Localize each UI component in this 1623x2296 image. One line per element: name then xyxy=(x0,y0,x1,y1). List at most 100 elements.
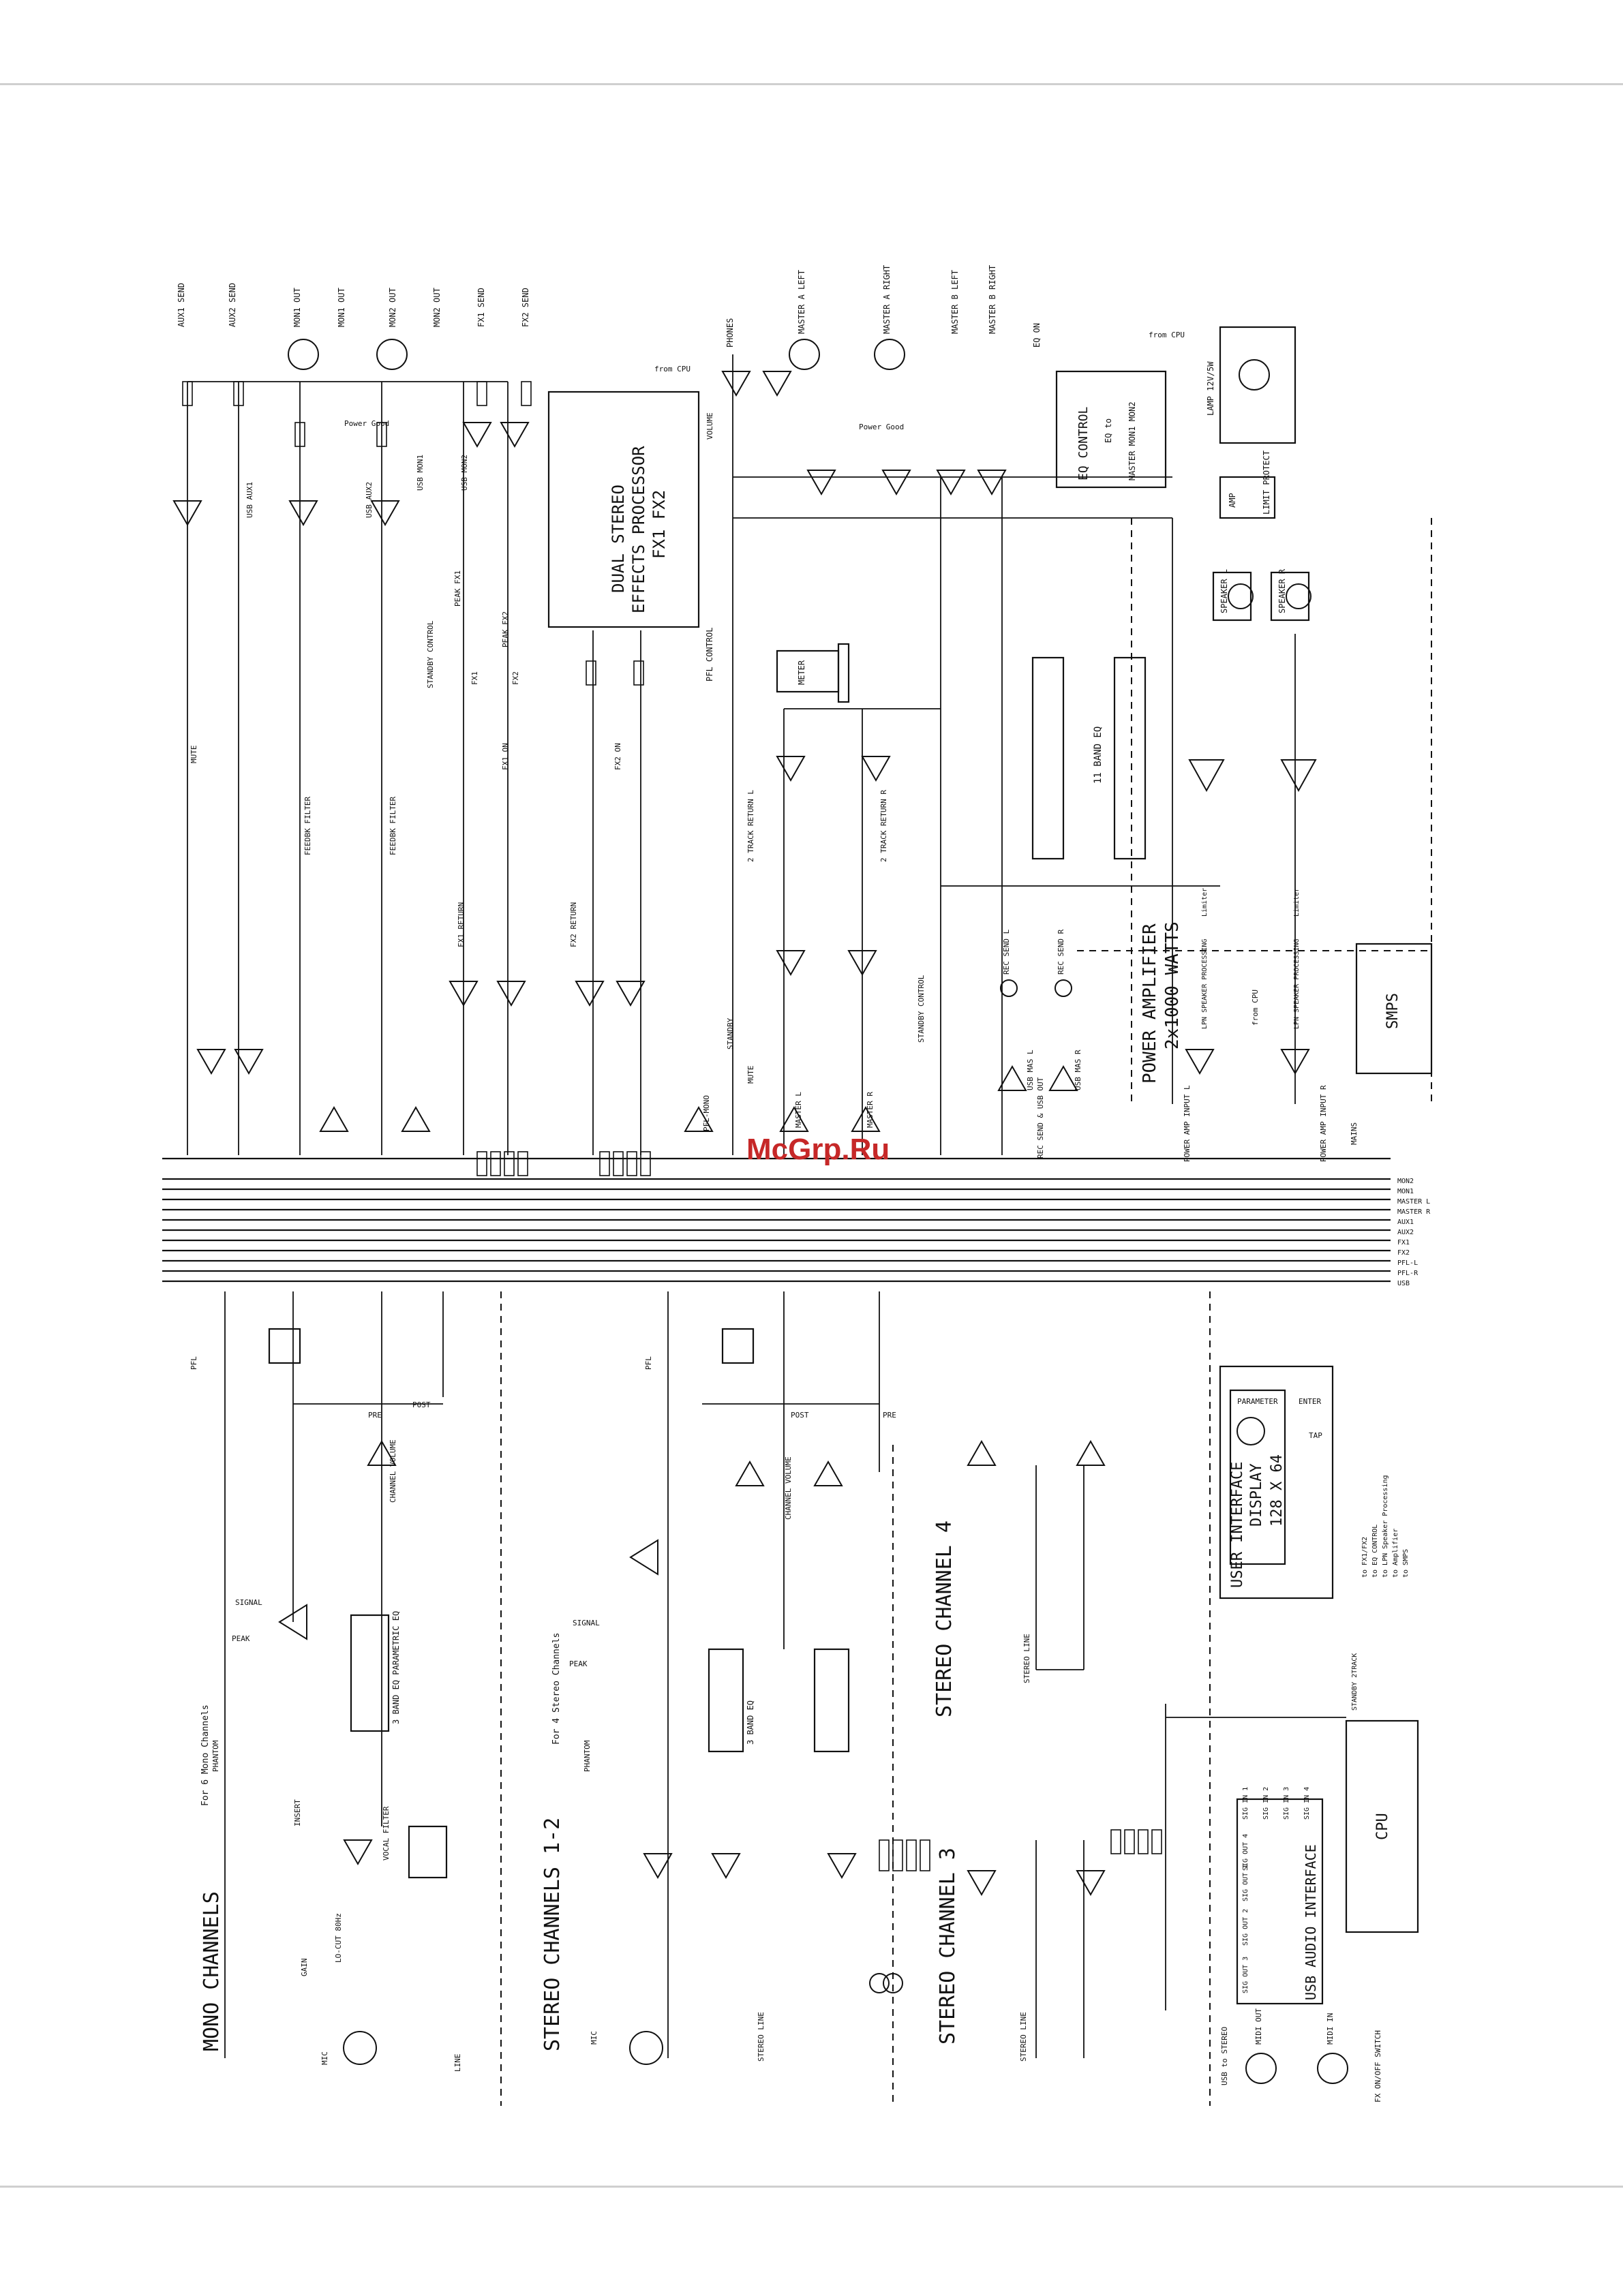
power-amp-title-2: 2x1000 WATTS xyxy=(1162,921,1183,1050)
jack-fx2-send: FX2 SEND xyxy=(521,288,530,327)
geq-title: 11 BAND EQ xyxy=(1093,726,1104,784)
label-pfl-1: PFL xyxy=(189,1356,198,1370)
fx-title-2: EFFECTS PROCESSOR xyxy=(629,446,648,613)
band3-mono-label: 3 BAND EQ PARAMETRIC EQ xyxy=(391,1611,401,1724)
bus-label-10: USB xyxy=(1397,1280,1410,1287)
label-sig-in-4: SIG IN 4 xyxy=(1303,1787,1311,1820)
label-fx2-on: FX2 ON xyxy=(613,743,622,770)
label-post-1: POST xyxy=(412,1400,431,1409)
bus-label-9: PFL-R xyxy=(1397,1270,1419,1277)
label-peak-fx2: PEAK FX2 xyxy=(501,611,510,647)
signal-bus xyxy=(162,1157,1391,1283)
bus-label-8: PFL-L xyxy=(1397,1259,1418,1267)
label-standby-control-1: STANDBY CONTROL xyxy=(426,620,435,688)
label-stereo-line-2: STEREO LINE xyxy=(1019,2012,1028,2062)
label-post-2: POST xyxy=(791,1411,809,1420)
label-signal-2: SIGNAL xyxy=(573,1619,600,1627)
label-channel-volume-2: CHANNEL VOLUME xyxy=(784,1456,793,1520)
label-standby-2track: STANDBY 2TRACK xyxy=(1351,1653,1359,1711)
label-stereo-line-1: STEREO LINE xyxy=(757,2012,765,2062)
label-pfl-mono: PFL-MONO xyxy=(702,1095,711,1131)
label-to-amplifier: to Amplifier xyxy=(1392,1529,1399,1578)
label-fx2-return: FX2 RETURN xyxy=(569,902,578,947)
label-limiter-1: Limiter xyxy=(1201,888,1209,917)
label-standby-control-2: STANDBY CONTROL xyxy=(917,975,926,1043)
eq-control-to: EQ to xyxy=(1104,418,1113,443)
jack-aux1-send: AUX1 SEND xyxy=(177,283,186,327)
label-rec-send-r: REC SEND R xyxy=(1057,929,1065,975)
smps-title: SMPS xyxy=(1384,993,1401,1029)
bus-label-7: FX2 xyxy=(1397,1249,1410,1257)
label-2track-l: 2 TRACK RETURN L xyxy=(746,790,755,862)
label-enter: ENTER xyxy=(1299,1397,1321,1406)
jack-fx1-send: FX1 SEND xyxy=(476,288,486,327)
bus-label-2: MASTER L xyxy=(1397,1198,1430,1206)
label-usb-mas-l: USB MAS L xyxy=(1026,1050,1035,1090)
bus-label-1: MON1 xyxy=(1397,1188,1414,1195)
label-channel-volume-1: CHANNEL VOLUME xyxy=(389,1439,397,1503)
fx-title-1: DUAL STEREO xyxy=(609,485,628,593)
display-title-2: 128 X 64 xyxy=(1269,1454,1286,1527)
label-sig-in-1: SIG IN 1 xyxy=(1242,1787,1249,1820)
label-stereo-3: STEREO CHANNEL 3 xyxy=(936,1848,960,2045)
label-sig-in-3: SIG IN 3 xyxy=(1283,1787,1290,1820)
bus-label-6: FX1 xyxy=(1397,1239,1410,1246)
label-to-fx: to FX1/FX2 xyxy=(1361,1537,1369,1578)
jack-eq-on: EQ ON xyxy=(1032,323,1042,348)
label-usb-mon1: USB MON1 xyxy=(416,455,425,491)
label-sig-in-2: SIG IN 2 xyxy=(1262,1787,1270,1820)
jack-speaker-l: SPEAKER L xyxy=(1219,569,1229,613)
user-interface-title: USER INTERFACE xyxy=(1229,1462,1246,1588)
label-usb-to-stereo: USB to STEREO xyxy=(1220,2027,1229,2085)
label-mono-channels: MONO CHANNELS xyxy=(200,1891,224,2051)
label-for-mono: For 6 Mono Channels xyxy=(200,1704,211,1806)
label-phantom-1: PHANTOM xyxy=(211,1740,220,1772)
jack-aux2-send: AUX2 SEND xyxy=(228,283,237,327)
jack-master-b-right: MASTER B RIGHT xyxy=(988,265,997,334)
label-master-r: MASTER R xyxy=(866,1092,875,1128)
label-power-good-1: Power Good xyxy=(344,419,389,428)
label-usb-aux1: USB AUX1 xyxy=(245,482,254,518)
display-title-1: DISPLAY xyxy=(1248,1463,1265,1527)
label-master-l: MASTER L xyxy=(794,1092,803,1128)
label-tap: TAP xyxy=(1309,1431,1322,1440)
jack-mon1-out-a: MON1 OUT xyxy=(292,288,302,327)
label-fx1-on: FX1 ON xyxy=(501,743,510,770)
label-pre-1: PRE xyxy=(368,1411,382,1420)
label-peak-1: PEAK xyxy=(232,1634,250,1643)
label-pa-input-r: POWER AMP INPUT R xyxy=(1319,1085,1328,1162)
label-sig-out-1: SIG OUT 1 xyxy=(1242,1865,1249,1901)
label-usb-mas-r: USB MAS R xyxy=(1074,1050,1082,1090)
label-feedback-filter-1: FEEDBK FILTER xyxy=(303,797,312,855)
label-to-smps: to SMPS xyxy=(1402,1549,1410,1578)
band3-st-label: 3 BAND EQ xyxy=(746,1700,755,1745)
jack-phones: PHONES xyxy=(725,318,735,348)
label-peak-fx1: PEAK FX1 xyxy=(453,570,462,607)
label-pfl-2: PFL xyxy=(644,1356,653,1370)
limit-label: LIMIT PROTECT xyxy=(1262,450,1271,515)
label-2track-r: 2 TRACK RETURN R xyxy=(879,790,888,862)
label-mute-2: MUTE xyxy=(746,1066,755,1084)
label-signal-1: SIGNAL xyxy=(235,1598,262,1607)
cpu-title: CPU xyxy=(1374,1813,1391,1840)
jack-master-a-left: MASTER A LEFT xyxy=(797,270,806,334)
lamp-label: LAMP 12V/5W xyxy=(1206,361,1215,416)
meter-label: METER xyxy=(797,660,806,685)
label-mute-1: MUTE xyxy=(189,746,198,764)
label-stereo-12: STEREO CHANNELS 1-2 xyxy=(541,1818,564,2051)
bus-label-0: MON2 xyxy=(1397,1178,1414,1185)
label-standby: STANDBY xyxy=(726,1017,735,1050)
jack-mon1-out-b: MON1 OUT xyxy=(337,288,346,327)
pfl-control-label: PFL CONTROL xyxy=(705,628,714,682)
label-mic-1: MIC xyxy=(320,2051,329,2065)
label-fx2: FX2 xyxy=(511,671,520,685)
fx-title-3: FX1 FX2 xyxy=(650,490,669,559)
label-volume: VOLUME xyxy=(706,412,714,440)
label-parameter: PARAMETER xyxy=(1237,1397,1278,1406)
label-vocal-filter: VOCAL FILTER xyxy=(382,1806,391,1861)
label-mic-2: MIC xyxy=(590,2031,598,2045)
label-sig-out-4: SIG OUT 4 xyxy=(1242,1834,1249,1871)
jack-master-b-left: MASTER B LEFT xyxy=(950,270,960,334)
usb-audio-title: USB AUDIO INTERFACE xyxy=(1303,1844,1319,2000)
label-lpn-2: LPN SPEAKER PROCESSING xyxy=(1293,939,1301,1029)
